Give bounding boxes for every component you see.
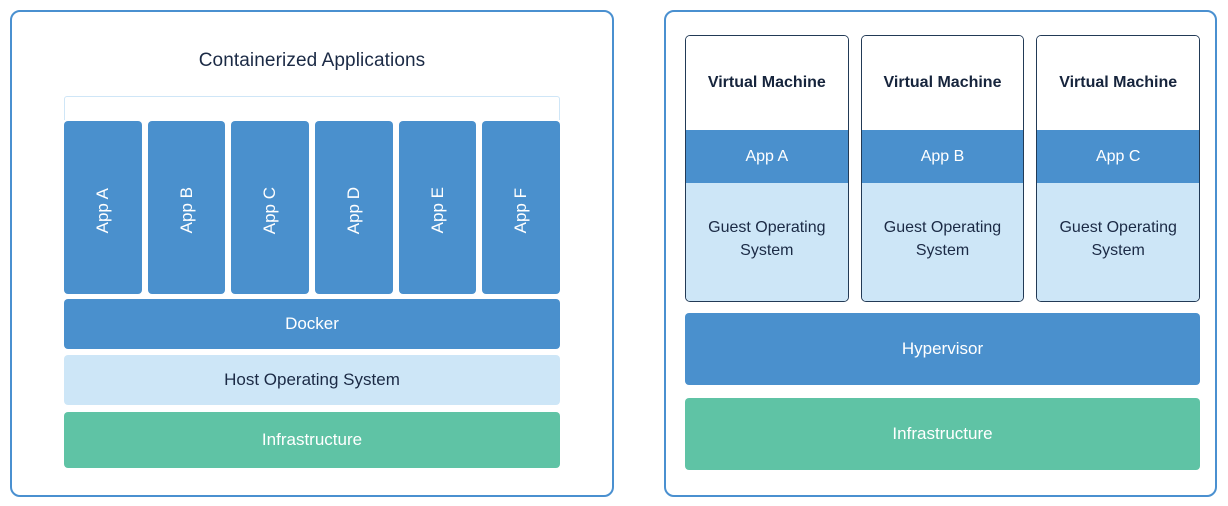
layer-docker[interactable]: Docker <box>64 299 560 349</box>
page-title: Containerized Applications <box>198 50 426 71</box>
app-column-e[interactable]: App E <box>398 121 477 294</box>
vm-title: Virtual Machine <box>1037 36 1200 130</box>
vm-guest-os-band[interactable]: Guest Operating System <box>861 183 1024 301</box>
layer-infrastructure-left[interactable]: Infrastructure <box>64 412 560 468</box>
layer-infrastructure-right[interactable]: Infrastructure <box>685 398 1200 470</box>
app-label: App E <box>427 187 447 234</box>
vm-guest-os-band[interactable]: Guest Operating System <box>686 183 848 301</box>
vm-guest-os-band[interactable]: Guest Operating System <box>1037 183 1200 301</box>
vm-box-3[interactable]: Virtual Machine App C Guest Operating Sy… <box>1036 35 1201 302</box>
layer-host-operating-system[interactable]: Host Operating System <box>64 355 560 405</box>
app-label: App D <box>343 186 363 235</box>
app-label: App F <box>511 187 531 234</box>
container-apps-row: App A App B App C App D App E App F <box>64 121 561 294</box>
containers-panel: Containerized Applications App A App B A… <box>10 10 614 497</box>
app-column-f[interactable]: App F <box>482 121 561 294</box>
app-column-a[interactable]: App A <box>64 121 142 294</box>
app-column-b[interactable]: App B <box>147 121 226 294</box>
vm-title: Virtual Machine <box>861 36 1024 130</box>
vm-box-1[interactable]: Virtual Machine App A Guest Operating Sy… <box>685 35 849 302</box>
vm-app-band[interactable]: App A <box>686 130 848 183</box>
app-column-d[interactable]: App D <box>315 121 393 294</box>
virtual-machines-panel: Virtual Machine App A Guest Operating Sy… <box>664 10 1217 497</box>
vm-app-band[interactable]: App B <box>861 130 1024 183</box>
vm-box-2[interactable]: Virtual Machine App B Guest Operating Sy… <box>860 35 1025 302</box>
app-column-c[interactable]: App C <box>231 121 310 294</box>
app-label: App B <box>176 187 196 234</box>
vm-app-band[interactable]: App C <box>1037 130 1200 183</box>
app-label: App A <box>92 187 112 234</box>
container-bracket <box>64 96 560 120</box>
layer-hypervisor[interactable]: Hypervisor <box>685 313 1200 385</box>
app-label: App C <box>260 186 280 235</box>
vm-title: Virtual Machine <box>686 36 848 130</box>
vm-row: Virtual Machine App A Guest Operating Sy… <box>685 35 1201 302</box>
